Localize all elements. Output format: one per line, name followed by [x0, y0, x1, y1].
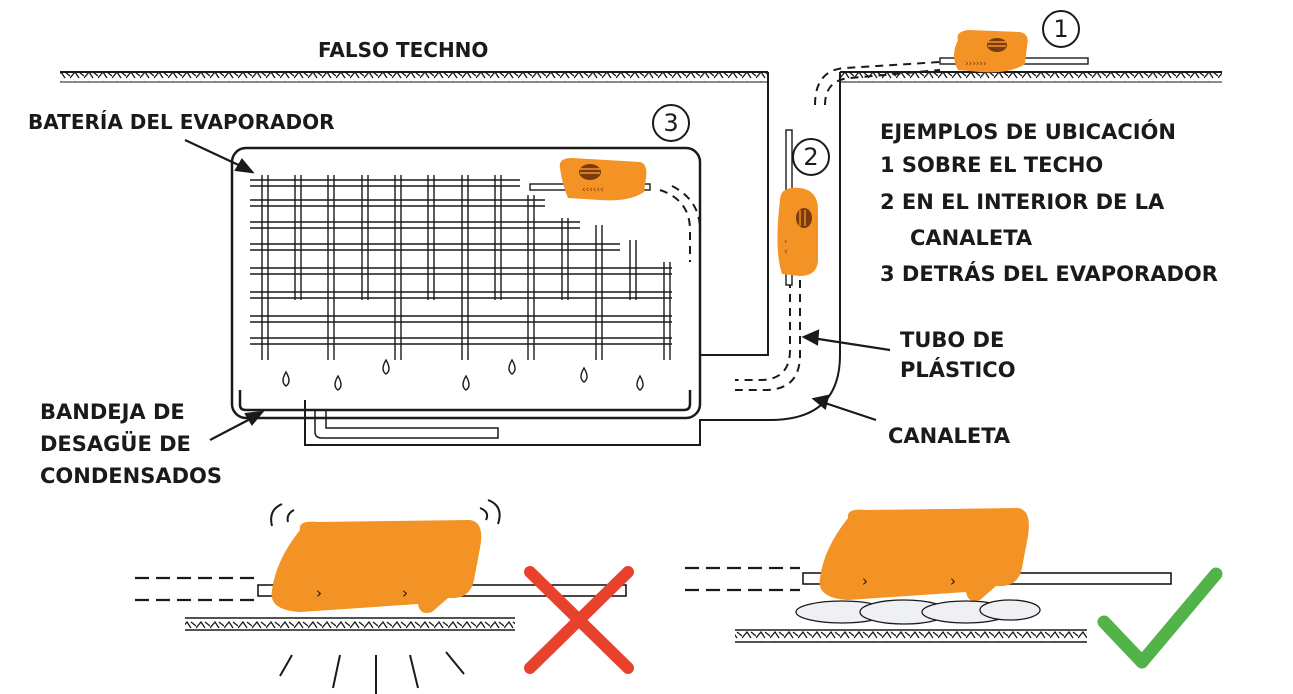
evaporator-coil: [250, 175, 672, 360]
evaporator-coil-label: BATERÍA DEL EVAPORADOR: [28, 110, 335, 134]
svg-text:›: ›: [402, 584, 408, 602]
location-example-item: CANALETA: [910, 226, 1033, 250]
drain-tray: [238, 390, 692, 412]
drain-tray-label-line-3: CONDENSADOS: [40, 464, 222, 488]
wrong-installation: › ›: [135, 499, 627, 694]
location-marker-3: 3: [652, 104, 690, 142]
svg-text:››››››: ››››››: [965, 59, 987, 69]
location-examples-title: EJEMPLOS DE UBICACIÓN: [880, 120, 1176, 144]
correct-installation: › ›: [685, 508, 1172, 643]
pointer-arrows: [184, 139, 891, 441]
svg-text:‹: ‹: [784, 237, 788, 247]
location-example-item: 3 DETRÁS DEL EVAPORADOR: [880, 262, 1218, 286]
channel: [304, 72, 841, 446]
condensate-drops: [282, 358, 644, 391]
svg-text:›: ›: [950, 572, 956, 590]
location-marker-2: 2: [792, 138, 830, 176]
false-ceiling: [60, 71, 1222, 83]
check-mark-icon: [1097, 567, 1223, 669]
location-example-item: 2 EN EL INTERIOR DE LA: [880, 190, 1165, 214]
plastic-tube-label-line-1: TUBO DE: [900, 328, 1005, 352]
pump-location-1: ››››››: [939, 30, 1089, 73]
pump-location-2: ‹ ‹: [777, 129, 818, 286]
svg-text:›: ›: [862, 572, 868, 590]
plastic-tube: [659, 61, 941, 391]
plastic-tube-label-line-2: PLÁSTICO: [900, 358, 1016, 382]
drain-tray-label-line-2: DESAGÜE DE: [40, 432, 191, 456]
svg-text:‹: ‹: [784, 247, 788, 257]
location-example-item: 1 SOBRE EL TECHO: [880, 153, 1104, 177]
location-marker-1: 1: [1042, 10, 1080, 48]
svg-text:‹‹‹‹‹‹: ‹‹‹‹‹‹: [582, 185, 604, 195]
drain-outlet: [314, 410, 499, 439]
cross-mark-icon: [524, 566, 634, 674]
channel-label: CANALETA: [888, 424, 1011, 448]
drain-tray-label-line-1: BANDEJA DE: [40, 400, 185, 424]
pump-location-3: ‹‹‹‹‹‹: [529, 158, 651, 201]
svg-text:›: ›: [316, 584, 322, 602]
evaporator-housing: [230, 146, 702, 420]
false-ceiling-label: FALSO TECHNO: [318, 38, 489, 62]
